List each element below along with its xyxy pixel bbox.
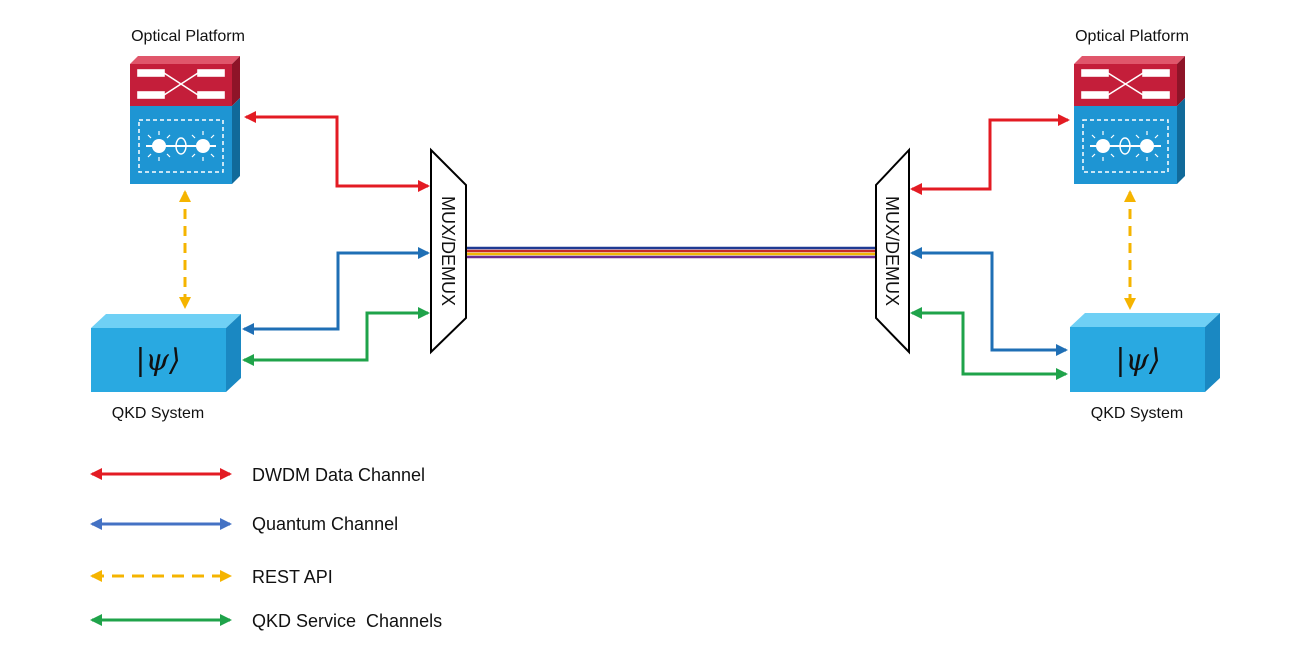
left-mux-demux-label: MUX/DEMUX (438, 196, 458, 306)
legend-label: REST API (252, 567, 333, 587)
right-qkd-label: QKD System (1091, 405, 1183, 422)
left-qkd-system (91, 314, 241, 392)
legend-item-service: QKD Service Channels (90, 611, 442, 631)
right-platform-label: Optical Platform (1075, 28, 1189, 45)
left-service-link (242, 307, 430, 366)
legend-label: QKD Service Channels (252, 611, 442, 631)
left-qkd-label: QKD System (112, 405, 204, 422)
right-qkd-system (1070, 313, 1220, 392)
left-quantum-link (242, 247, 430, 335)
right-qkd-state-symbol: |ψ⟩ (1115, 343, 1160, 378)
legend-item-quantum: Quantum Channel (90, 514, 398, 534)
right-mux-demux-label: MUX/DEMUX (882, 196, 902, 306)
right-mux-demux (875, 147, 910, 355)
legend-label: DWDM Data Channel (252, 465, 425, 485)
optical-module-icon (1082, 119, 1169, 173)
fiber-link (466, 246, 877, 259)
legend: DWDM Data Channel Quantum Channel REST A… (90, 465, 442, 631)
left-qkd-state-symbol: |ψ⟩ (135, 343, 180, 378)
left-dwdm-data-link (244, 111, 430, 192)
left-optical-platform (130, 56, 240, 184)
left-platform-label: Optical Platform (131, 28, 245, 45)
right-quantum-link (910, 247, 1068, 356)
legend-item-dwdm: DWDM Data Channel (90, 465, 425, 485)
left-mux-demux (430, 147, 467, 355)
switch-crossbar-icon (1081, 69, 1170, 99)
switch-crossbar-icon (137, 69, 225, 99)
right-service-link (910, 307, 1068, 380)
legend-label: Quantum Channel (252, 514, 398, 534)
optical-module-icon (138, 119, 224, 173)
right-dwdm-data-link (910, 114, 1070, 195)
right-optical-platform (1074, 56, 1185, 184)
legend-item-rest-api: REST API (90, 567, 333, 587)
